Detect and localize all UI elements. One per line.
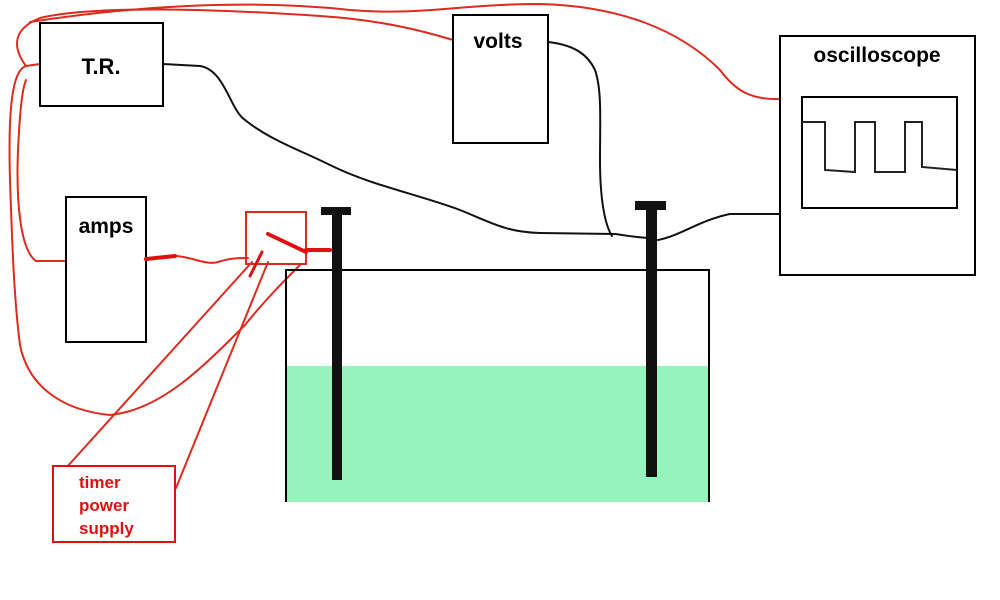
square-wave-trace (802, 121, 958, 174)
red-wire-amps-to-switch (145, 254, 249, 264)
tank-outline (285, 269, 710, 502)
tr-box: T.R. (39, 22, 164, 107)
right-electrode (635, 201, 666, 477)
black-wire-volts-to-electrode (547, 41, 613, 237)
amps-box: amps (65, 196, 147, 343)
left-electrode (321, 207, 351, 480)
red-wire-timer-lead-2 (65, 261, 253, 469)
amps-label: amps (79, 215, 134, 238)
red-wire-inner-loop (16, 79, 67, 262)
switch-input-terminal (248, 250, 264, 278)
red-wire-outer-loop (8, 63, 301, 416)
black-wire-electrode-to-scope (657, 213, 781, 241)
volts-box: volts (452, 14, 549, 144)
oscilloscope-screen (801, 96, 958, 209)
timer-label-line-3: supply (79, 519, 134, 538)
red-wire-top-to-scope (29, 3, 781, 101)
oscilloscope-box: oscilloscope (779, 35, 976, 276)
black-wire-tr-to-electrode (162, 63, 651, 239)
timer-label-line-2: power (79, 496, 129, 515)
oscilloscope-label: oscilloscope (813, 44, 940, 67)
red-wire-top-loop (16, 8, 454, 67)
timer-power-supply-box: timer power supply (52, 465, 176, 543)
switch-contact-arm (266, 232, 308, 254)
amps-output-stub (144, 254, 177, 261)
volts-label: volts (473, 30, 522, 53)
tr-label: T.R. (81, 54, 120, 79)
relay-switch (144, 211, 332, 278)
red-wire-timer-lead-1 (175, 261, 269, 489)
electrolysis-tank (285, 269, 710, 502)
electrolyte-liquid (286, 366, 709, 502)
timer-label-line-1: timer (79, 473, 121, 492)
